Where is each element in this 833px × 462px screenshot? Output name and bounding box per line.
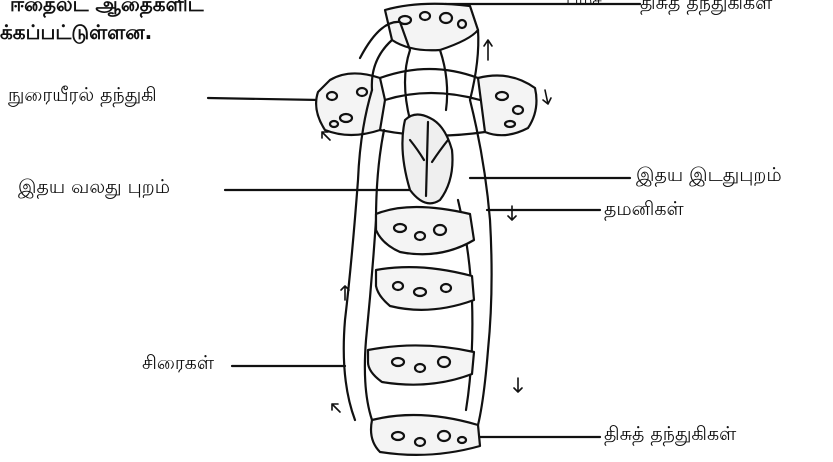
heart [402,114,452,203]
arrow-up-left-icon [332,404,340,412]
arrow-down-icon [514,378,522,392]
label-tissue-capillaries-top: திசுத் தந்துகிகள் [640,0,772,13]
leader-line-lung [208,98,320,100]
bottom-capillary-bed [371,415,480,455]
vein-trunk [344,90,372,420]
arrow-up-icon [484,40,492,60]
middle-capillary-bed-2 [376,267,474,310]
label-arteries: தமனிகள் [604,200,684,219]
middle-capillary-bed-3 [368,345,474,384]
label-veins: சிரைகள் [142,354,214,373]
arrow-down-left-icon [322,132,330,140]
label-lung-capillary: நுரையீரல் தந்துகி [8,86,157,105]
middle-capillary-bed-1 [376,207,474,254]
artery-trunk [470,100,492,425]
label-tissue-capillaries-bottom: திசுத் தந்துகிகள் [604,425,736,444]
arrow-down-icon [543,90,551,104]
label-heart-right-side: இதய வலது புறம் [18,178,170,197]
arrow-down-icon [508,206,516,220]
top-capillary-bed [385,4,478,51]
label-heart-left-side: இதய இடதுபுறம் [636,166,782,185]
